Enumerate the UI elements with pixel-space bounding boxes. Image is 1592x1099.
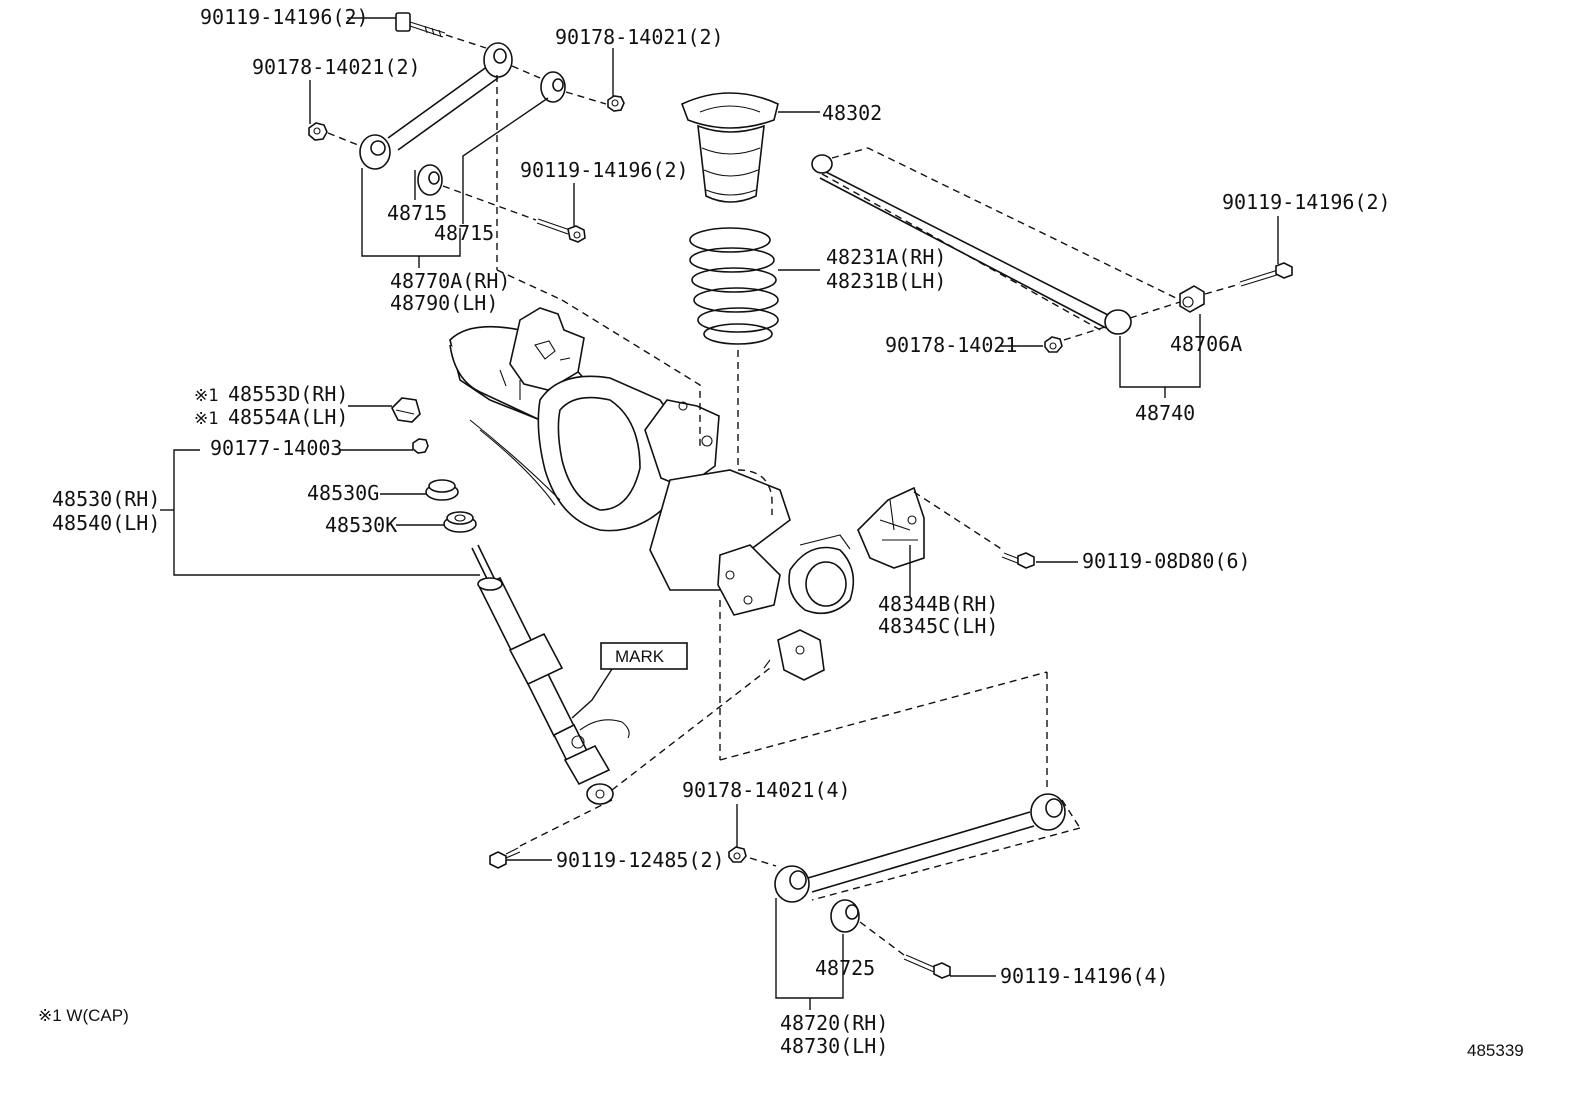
mark-callout [571,642,688,719]
axle-housing [449,307,855,681]
label-bracket-rh: 48344B(RH) [878,592,998,616]
label-cap-rh: 48553D(RH) [228,382,348,406]
upper-arm-bushing-a [540,71,566,103]
label-absorber-lh: 48540(LH) [52,511,160,535]
lower-arm-bushing [830,899,860,933]
label-bushing-ua-a: 48715 [387,201,447,225]
lower-arm-bolt [903,954,951,979]
footnote: ※1 W(CAP) [38,1006,129,1025]
lateral-rod-bolt [1239,262,1293,287]
lateral-rod-body [811,154,1132,335]
label-mark: MARK [615,647,665,666]
label-cushion-k: 48530K [325,513,397,537]
label-bolt-ua-top: 90119-14196(2) [200,5,369,29]
upper-arm-mid-bolt [536,218,586,243]
label-lower-arm-rh: 48720(RH) [780,1011,888,1035]
label-bolt-lat-rod: 90119-14196(2) [1222,190,1391,214]
lower-arm-body [774,793,1066,903]
label-nut-lower-arm: 90178-14021(4) [682,778,851,802]
bracket-bolt [1001,552,1035,569]
spring-insulator [680,92,779,203]
illustration-number: 485339 [1467,1041,1524,1060]
label-spring-insulator: 48302 [822,101,882,125]
label-bolt-bracket: 90119-08D80(6) [1082,549,1251,573]
label-cap-lh: 48554A(LH) [228,405,348,429]
lateral-rod-assembly [811,147,1293,398]
upper-arm-body [359,42,513,170]
label-bushing-lat-rod: 48706A [1170,332,1242,356]
absorber-cap [391,397,421,423]
label-nut-ua-right: 90178-14021(2) [555,25,724,49]
label-bolt-absorber-bottom: 90119-12485(2) [556,848,725,872]
label-bushing-ua-b: 48715 [434,221,494,245]
label-cap-mark-rh: ※1 [194,386,218,406]
lateral-rod-nut [1044,336,1063,353]
label-cap-mark-lh: ※1 [194,409,218,429]
upper-arm-nut-right [607,95,625,112]
upper-arm-assembly [308,12,625,301]
coil-spring [689,227,779,345]
absorber-top-nut [412,438,429,454]
absorber-cushion-k [443,511,477,533]
label-bracket-lh: 48345C(LH) [878,614,998,638]
lateral-rod-bushing [1179,285,1205,313]
lower-arm-nut [728,846,747,863]
label-cushion-g: 48530G [307,481,379,505]
label-bolt-ua-mid: 90119-14196(2) [520,158,689,182]
label-nut-absorber-top: 90177-14003 [210,436,342,460]
label-nut-ua-left: 90178-14021(2) [252,55,421,79]
upper-arm-nut-left [308,122,328,141]
absorber-cushion-g [425,479,459,501]
label-bolt-lower-arm: 90119-14196(4) [1000,964,1169,988]
label-upper-arm-lh: 48790(LH) [390,291,498,315]
label-absorber-rh: 48530(RH) [52,487,160,511]
label-coil-spring-lh: 48231B(LH) [826,269,946,293]
upper-arm-bushing-b [417,164,443,196]
label-bushing-lower-arm: 48725 [815,956,875,980]
label-lower-arm-lh: 48730(LH) [780,1034,888,1058]
label-upper-arm-rh: 48770A(RH) [390,269,510,293]
bracket [857,486,925,569]
lower-arm-assembly [728,793,1081,1010]
label-nut-lat-rod: 90178-14021 [885,333,1017,357]
absorber-bottom-bolt [489,847,521,869]
label-coil-spring-rh: 48231A(RH) [826,245,946,269]
shock-absorber [471,544,630,805]
upper-arm-top-bolt [395,12,446,38]
label-lateral-rod: 48740 [1135,401,1195,425]
